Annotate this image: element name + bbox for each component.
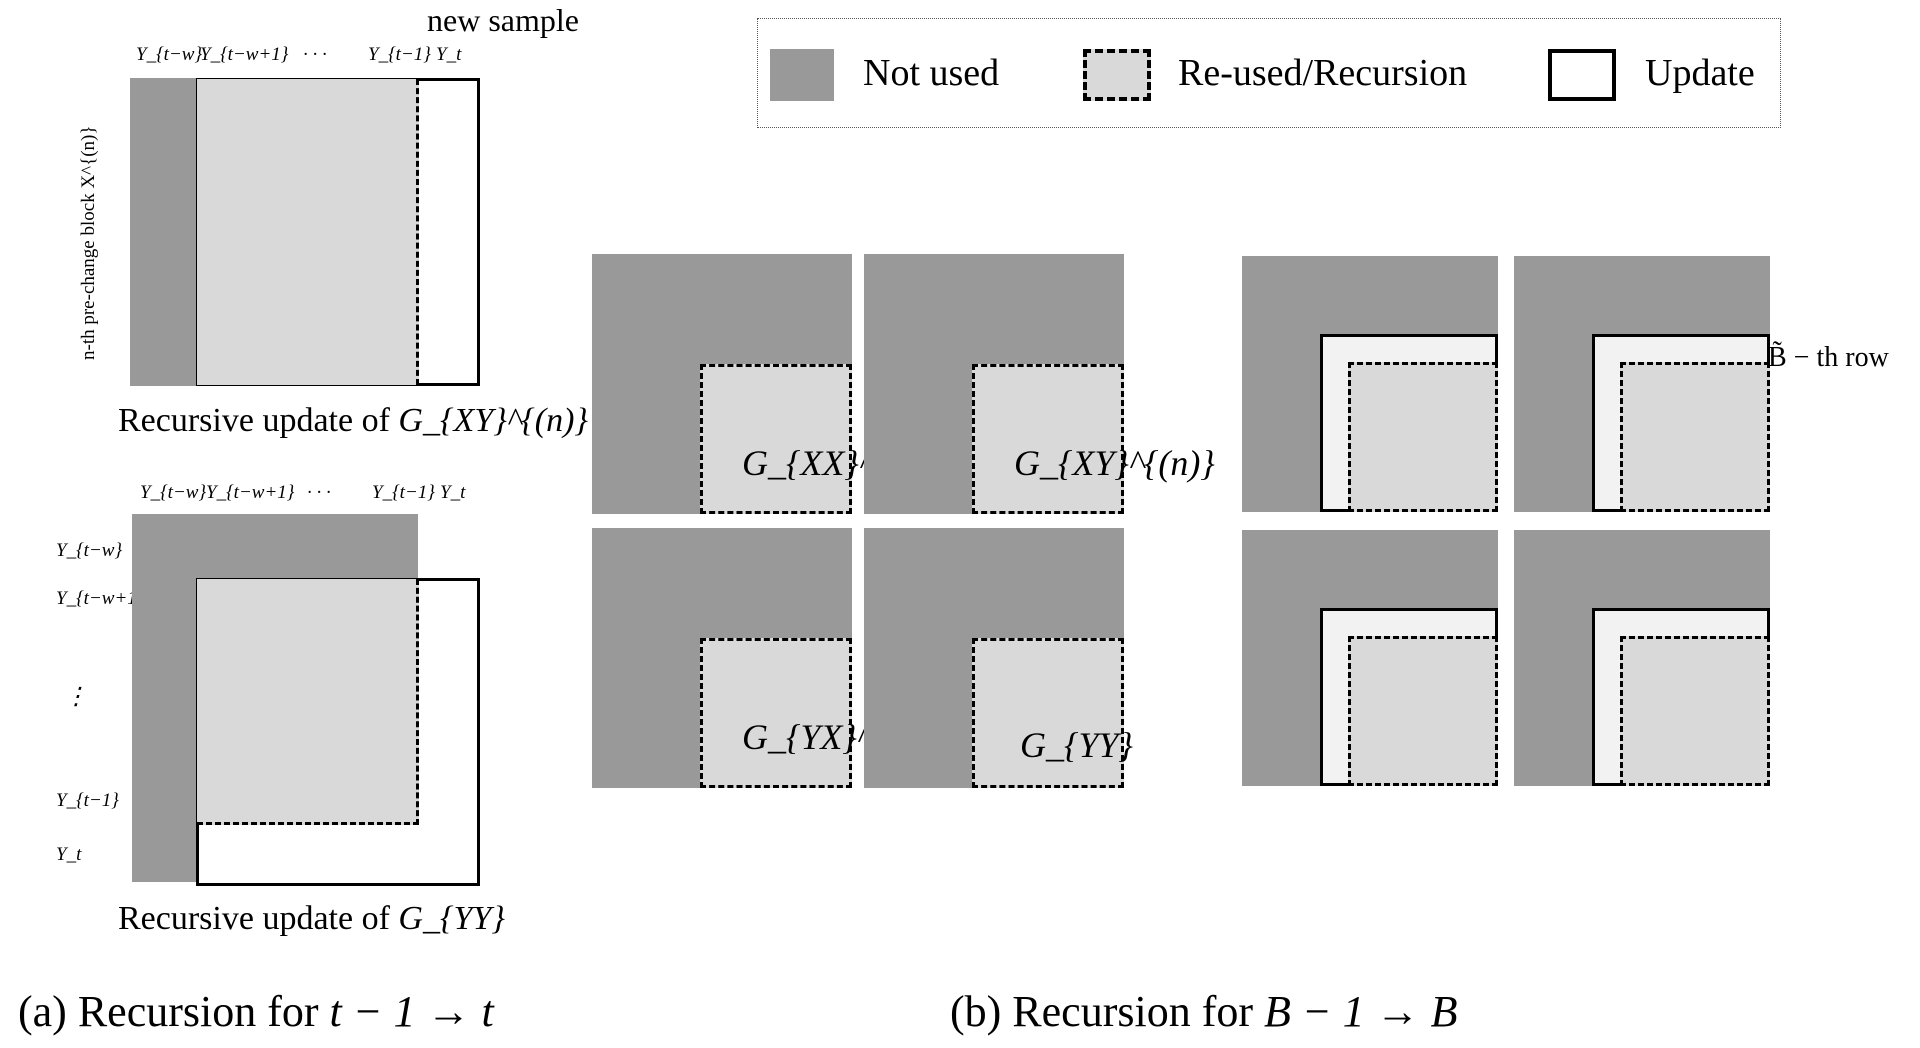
b-tilde-row-label: B̃ − th row [1768,342,1889,373]
gyy-block: G_{YY} [864,528,1133,788]
col-label-ellipsis: · · · [303,44,327,65]
col-label-t: Y_t [436,44,462,65]
gxy-updated-block [1514,256,1770,512]
col-label-t-w-plus-1: Y_{t−w+1} [206,482,295,503]
col-label-t-w: Y_{t−w} [140,482,207,503]
panel-b-left: G_{XX}^{(n)} G_{XY}^{(n)} G_{YX}^{(n)} G… [590,250,1215,790]
legend-reused-label: Re-used/Recursion [1178,52,1468,94]
caption-gyy-update: Recursive update of G_{YY} [118,900,505,937]
col-label-t-w-plus-1: Y_{t−w+1} [200,44,289,65]
panel-b-right: B̃ − th row [1240,254,1920,794]
caption-gyy-math: G_{YY} [398,900,505,937]
gyx-block: G_{YX}^{(n)} [592,528,943,788]
new-sample-label: new sample [427,2,579,38]
col-label-t-w: Y_{t−w} [136,44,203,65]
gyy-reused [972,638,1124,788]
legend-update-swatch [1548,49,1616,101]
legend-not-used-swatch [770,49,834,101]
gyx-reused-region [1348,636,1498,786]
row-label-t-w: Y_{t−w} [56,540,123,561]
col-label-t: Y_t [440,482,466,503]
gxx-block: G_{XX}^{(n)} [592,254,945,514]
gxy-block: G_{XY}^{(n)} [864,254,1215,514]
panel-a-bottom: Y_{t−w} Y_{t−w+1} · · · Y_{t−1} Y_t Y_{t… [0,460,620,940]
reused-block [197,79,419,385]
gyy-reused-region [1620,636,1770,786]
gxy-reused-region [1620,362,1770,512]
panel-a-top: new sample Y_{t−w} Y_{t−w+1} · · · Y_{t−… [0,0,620,460]
col-label-t-1: Y_{t−1} [372,482,435,503]
gxx-updated-block [1242,256,1498,512]
gyy-label: G_{YY} [1020,725,1133,765]
col-label-t-1: Y_{t−1} [368,44,431,65]
not-used-column [130,78,198,386]
caption-gxy-math: G_{XY}^{(n)} [398,402,589,439]
caption-a-math: t − 1 → t [329,987,494,1036]
gxx-reused-region [1348,362,1498,512]
row-label-t-w-plus-1: Y_{t−w+1} [56,588,145,609]
legend: Not used Re-used/Recursion Update [757,18,1781,128]
gyy-updated-block [1514,530,1770,786]
legend-reused-swatch [1083,49,1151,101]
gxy-label: G_{XY}^{(n)} [1014,443,1215,483]
pre-change-block-label: n-th pre-change block X^{(n)} [78,125,99,361]
reused-block [197,579,419,825]
row-label-t-1: Y_{t−1} [56,790,119,811]
legend-update-label: Update [1645,52,1755,94]
caption-b-math: B − 1 → B [1264,987,1458,1036]
gxy-reused [972,364,1124,514]
gyx-reused [700,638,852,788]
caption-gxy-update: Recursive update of G_{XY}^{(n)} [118,402,589,439]
col-label-ellipsis: · · · [307,482,331,503]
caption-b: (b) Recursion for B − 1 → B [950,987,1458,1036]
caption-a: (a) Recursion for t − 1 → t [18,987,494,1036]
gxx-reused [700,364,852,514]
row-label-vdots: ⋮ [64,684,88,710]
row-label-t: Y_t [56,844,82,865]
gyx-updated-block [1242,530,1498,786]
legend-not-used-label: Not used [863,52,1000,94]
